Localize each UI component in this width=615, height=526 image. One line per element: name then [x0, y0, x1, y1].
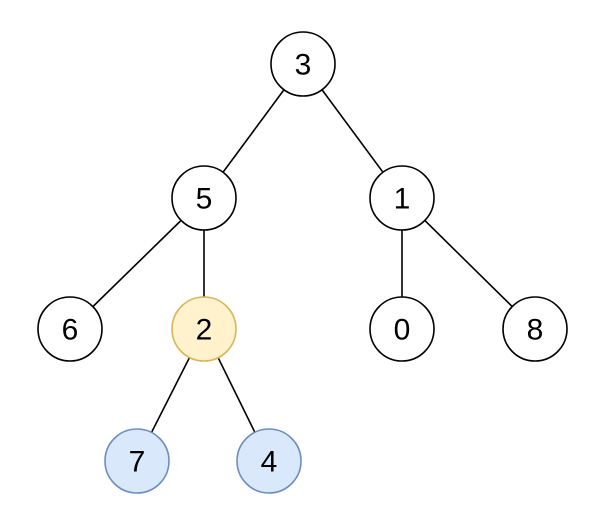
node-circle — [270, 31, 336, 97]
node-circle — [171, 296, 237, 362]
node-circle — [236, 428, 302, 494]
tree-node: 6 — [37, 296, 103, 362]
tree-edge — [217, 357, 256, 433]
node-label: 8 — [527, 314, 544, 347]
node-circle — [37, 296, 103, 362]
tree-node: 2 — [171, 296, 237, 362]
node-label: 3 — [295, 49, 312, 82]
tree-node: 8 — [502, 296, 568, 362]
tree-node: 3 — [270, 31, 336, 97]
node-circle — [502, 296, 568, 362]
tree-edge — [150, 357, 191, 433]
node-label: 4 — [261, 446, 278, 479]
node-label: 6 — [62, 314, 79, 347]
edges-layer — [92, 89, 513, 433]
node-circle — [369, 165, 435, 231]
tree-edge — [424, 219, 513, 308]
node-label: 1 — [394, 183, 411, 216]
tree-node: 7 — [104, 428, 170, 494]
tree-edge — [222, 89, 285, 173]
tree-edge — [92, 219, 182, 308]
tree-node: 0 — [369, 296, 435, 362]
node-label: 0 — [394, 314, 411, 347]
node-label: 5 — [196, 183, 213, 216]
node-circle — [369, 296, 435, 362]
nodes-layer: 3 5 1 6 2 0 8 7 4 — [37, 31, 568, 494]
node-label: 2 — [196, 314, 213, 347]
node-circle — [171, 165, 237, 231]
tree-edge — [321, 89, 384, 173]
tree-node: 1 — [369, 165, 435, 231]
tree-node: 5 — [171, 165, 237, 231]
tree-node: 4 — [236, 428, 302, 494]
node-label: 7 — [129, 446, 146, 479]
node-circle — [104, 428, 170, 494]
